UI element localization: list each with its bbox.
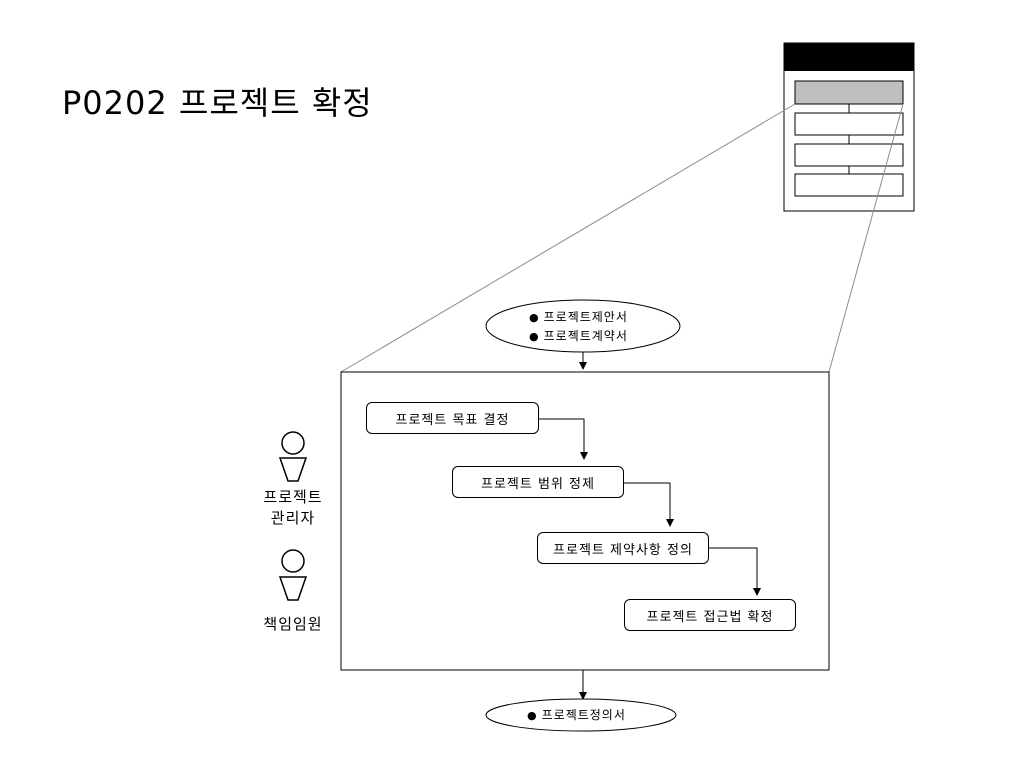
page-title: P0202 프로젝트 확정: [62, 84, 373, 122]
minimap[interactable]: [783, 42, 915, 212]
input-documents-list: ●프로젝트제안서 ●프로젝트계약서: [529, 308, 628, 346]
person-icon: [278, 431, 308, 482]
zoom-line-left: [340, 103, 796, 373]
minimap-item: [794, 143, 904, 167]
minimap-header: [784, 43, 914, 71]
connector-step2-step3: [624, 482, 674, 527]
output-document-item: ●프로젝트정의서: [527, 708, 626, 722]
minimap-item: [794, 112, 904, 136]
connector-step1-step2: [538, 418, 588, 460]
connector-step3-step4: [709, 547, 761, 596]
bullet-icon: ●: [527, 709, 538, 722]
role-executive: 책임임원: [263, 615, 323, 633]
minimap-item-active: [794, 80, 904, 105]
zoom-line-right: [828, 103, 904, 373]
bullet-icon: ●: [529, 311, 540, 324]
step-refine-scope[interactable]: 프로젝트 범위 정제: [452, 466, 624, 498]
role-project-manager: 프로젝트 관리자: [263, 488, 323, 527]
step-confirm-approach[interactable]: 프로젝트 접근법 확정: [624, 599, 796, 631]
step-define-goals[interactable]: 프로젝트 목표 결정: [366, 402, 539, 434]
output-documents-list: ●프로젝트정의서: [527, 706, 626, 725]
person-icon: [278, 549, 308, 601]
output-documents-ellipse: [485, 698, 677, 732]
step-define-constraints[interactable]: 프로젝트 제약사항 정의: [537, 532, 709, 564]
input-document-item: ●프로젝트제안서: [529, 310, 628, 324]
input-document-item: ●프로젝트계약서: [529, 329, 628, 343]
bullet-icon: ●: [529, 330, 540, 343]
minimap-item: [794, 173, 904, 197]
